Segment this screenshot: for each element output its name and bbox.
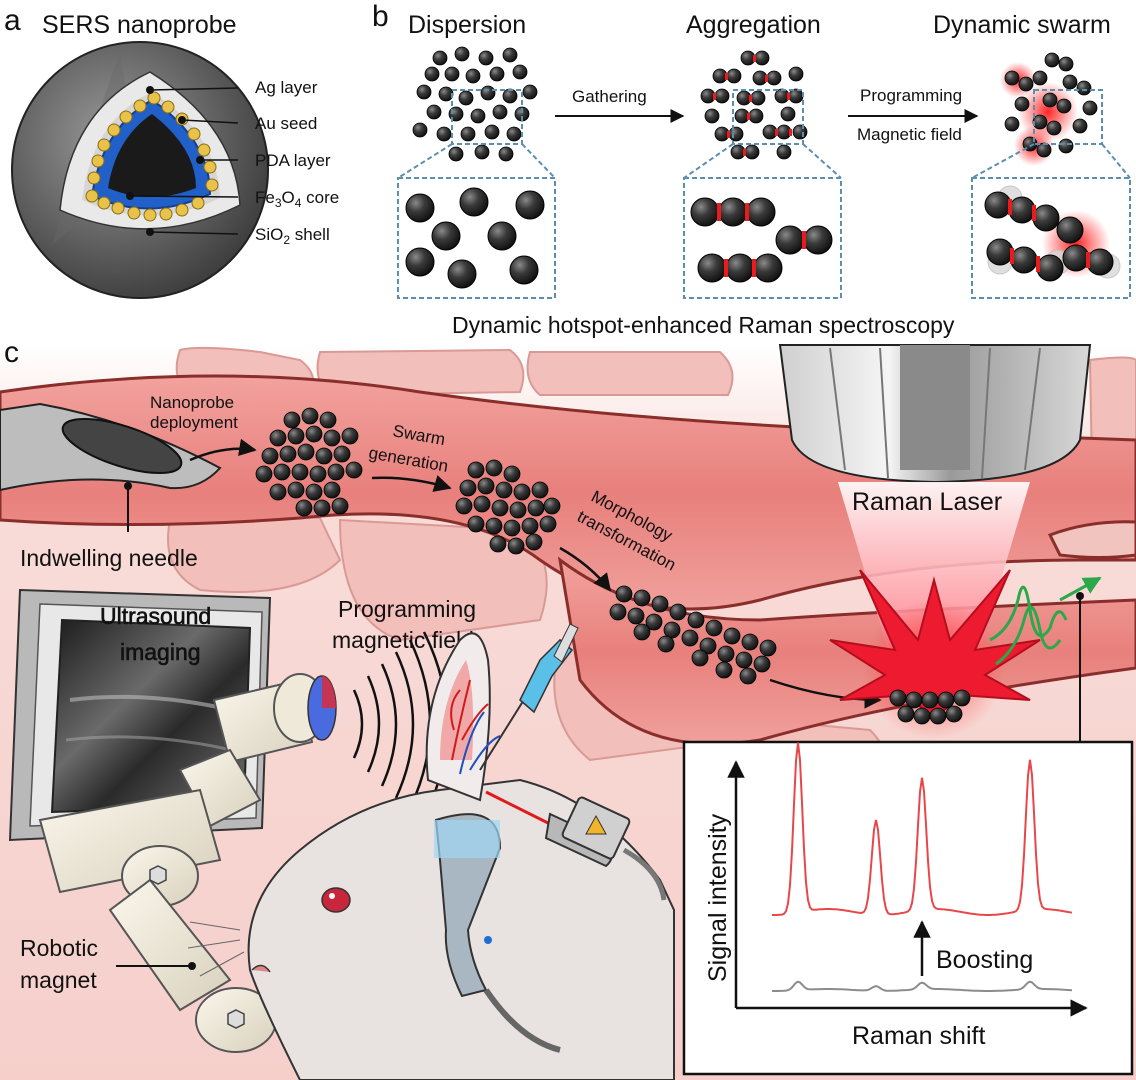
label-au-seed: Au seed: [255, 114, 317, 133]
aggregation-cluster: [700, 50, 808, 160]
deployed-swarm: [255, 407, 363, 517]
gathering-label: Gathering: [572, 87, 647, 106]
robotic-magnet-line2: magnet: [20, 967, 97, 993]
robot-bolts: [149, 865, 245, 1029]
laser-probe: [485, 790, 667, 901]
magnetic-field-label: Magnetic field: [857, 125, 962, 144]
panel-a: a SERS nanoprobe: [4, 4, 339, 299]
indwelling-needle-label: Indwelling needle: [20, 545, 198, 571]
label-fe3o4-core: Fe3O4 core: [255, 188, 339, 210]
stage-dispersion-title: Dispersion: [408, 11, 526, 39]
ultrasound-probe: [434, 813, 561, 1053]
indwelling-needle: [0, 402, 222, 532]
boosting-label: Boosting: [936, 946, 1033, 974]
dispersion-zoom-particles: [405, 187, 545, 289]
swarm-zoom-particles: [984, 191, 1114, 282]
raman-objective: [778, 344, 1092, 484]
programming-field-line1: Programming: [338, 596, 476, 622]
spectrum-inset: [682, 740, 1134, 1076]
raman-scatter-signal: [989, 576, 1102, 666]
inset-ylabel: Signal intensity: [704, 813, 732, 982]
swarm-cluster: [1004, 52, 1098, 158]
panel-b-letter: b: [372, 0, 389, 33]
catheter: [479, 623, 579, 771]
stage-aggregation-title: Aggregation: [686, 11, 821, 39]
nanoprobe-illustration: [11, 41, 269, 299]
nanoprobe-label-line1: Nanoprobe: [150, 393, 234, 412]
label-pda-layer: PDA layer: [255, 151, 331, 170]
panel-b: b Dispersion Aggregation Dynamic swarm G…: [372, 0, 1131, 338]
programming-label: Programming: [860, 86, 962, 105]
label-ag-layer: Ag layer: [255, 78, 318, 97]
panel-a-letter: a: [4, 4, 21, 37]
robotic-magnet-head: [273, 673, 337, 743]
ultrasound-monitor: [8, 588, 272, 842]
stage-swarm-title: Dynamic swarm: [933, 11, 1111, 39]
raman-laser-label: Raman Laser: [852, 488, 1002, 516]
transformed-chain: [609, 585, 777, 685]
au-seeds: [85, 91, 219, 222]
label-sio2-shell: SiO2 shell: [255, 225, 330, 247]
aggregation-zoom-particles: [690, 197, 833, 283]
inset-xlabel: Raman shift: [852, 1022, 985, 1050]
panel-c: Indwelling needle Nanoprobe deployment S…: [0, 336, 1136, 1080]
panel-b-caption: Dynamic hotspot-enhanced Raman spectrosc…: [452, 312, 955, 338]
panel-c-letter: c: [4, 336, 19, 369]
ultrasound-line1: Ultrasound: [100, 603, 211, 629]
nanoprobe-label-line2: deployment: [150, 413, 238, 432]
generated-swarm: [455, 459, 561, 555]
hotspot-particles: [889, 689, 971, 725]
ultrasound-line2: imaging: [120, 639, 201, 665]
boosted-spectrum: [772, 742, 1073, 916]
robotic-magnet-line1: Robotic: [20, 935, 98, 961]
programming-field-line2: magnetic field: [332, 627, 474, 653]
panel-a-title: SERS nanoprobe: [42, 11, 237, 39]
baseline-spectrum: [772, 980, 1073, 992]
